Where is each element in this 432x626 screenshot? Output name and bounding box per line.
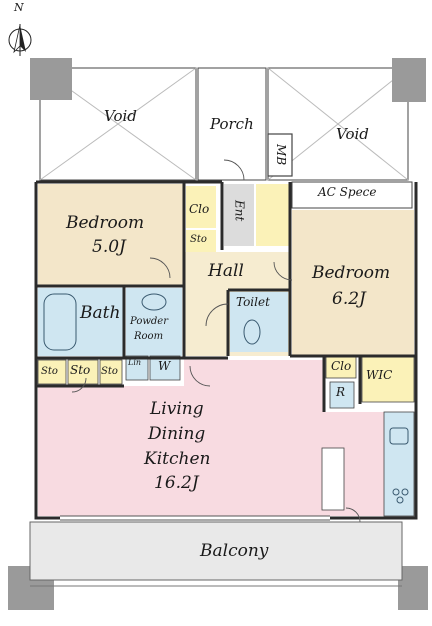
storage-hall-area — [186, 230, 216, 252]
storage-3-area — [99, 359, 123, 385]
bedroom-2-size: 6.2J — [332, 289, 366, 309]
ent-label: Ent — [232, 199, 247, 222]
storage-2-area — [67, 359, 99, 385]
storage-hall-label: Sto — [190, 234, 207, 245]
bath-area — [38, 288, 124, 356]
powder-room-label-1: Powder — [130, 316, 169, 327]
entrance-area — [224, 184, 254, 246]
balcony-label: Balcony — [200, 541, 269, 561]
storage-3-label: Sto — [101, 366, 118, 377]
bedroom-1-area — [38, 184, 184, 286]
closet-upper-area — [186, 186, 216, 228]
bath-label: Bath — [80, 303, 121, 323]
powder-room-area — [126, 288, 182, 356]
compass-label: N — [14, 1, 24, 14]
bathtub — [43, 293, 77, 351]
storage-1-area — [37, 359, 67, 385]
toilet-area — [230, 292, 288, 352]
ldk-size-label: 16.2J — [154, 473, 199, 493]
ac-space-label: AC Spece — [318, 185, 377, 199]
linen-area — [125, 355, 149, 381]
kitchen-counter — [383, 411, 415, 517]
void-right-label: Void — [336, 125, 369, 143]
mb-label: MB — [274, 144, 289, 166]
ldk-label-1: Living — [150, 399, 204, 419]
closet-lower-label: Clo — [331, 359, 352, 373]
pillar-se — [398, 566, 428, 610]
storage-2-label: Sto — [70, 363, 91, 377]
linen-label: Lin — [128, 358, 142, 367]
ac-space-area — [291, 181, 413, 209]
bedroom-1-size: 5.0J — [92, 237, 126, 257]
ldk-label-3: Kitchen — [144, 449, 211, 469]
void-left-label: Void — [104, 107, 137, 125]
refrigerator-area — [329, 381, 355, 409]
washbasin — [141, 293, 167, 311]
washer-area — [149, 355, 181, 381]
pillar-ne — [392, 58, 426, 102]
mb-area — [267, 133, 293, 177]
bedroom-2-area — [292, 210, 414, 356]
porch-label: Porch — [210, 115, 254, 133]
shoe-closet-area — [256, 184, 290, 246]
wic-area — [361, 355, 415, 403]
powder-room-label-2: Room — [134, 331, 164, 342]
doors — [71, 159, 361, 523]
closet-upper-label: Clo — [189, 202, 210, 216]
washer-label: W — [158, 359, 171, 373]
toilet-label: Toilet — [236, 295, 270, 309]
hall-label: Hall — [208, 261, 244, 281]
windows — [60, 515, 330, 521]
sink-icon — [389, 427, 409, 445]
toilet-bowl — [243, 319, 261, 345]
wic-label: WIC — [366, 368, 393, 382]
ldk-label-2: Dining — [148, 424, 206, 444]
refrigerator-label: R — [336, 385, 346, 399]
walls — [34, 180, 418, 520]
compass-icon — [8, 24, 32, 56]
island-counter — [321, 447, 345, 511]
ldk-area — [38, 358, 386, 516]
balcony-area — [29, 521, 403, 581]
storage-1-label: Sto — [41, 366, 58, 377]
stove-icon — [392, 488, 409, 504]
pillar-nw — [30, 58, 72, 100]
bedroom-2-name: Bedroom — [312, 263, 391, 283]
bedroom-1-name: Bedroom — [66, 213, 145, 233]
void-right-area — [267, 67, 409, 181]
